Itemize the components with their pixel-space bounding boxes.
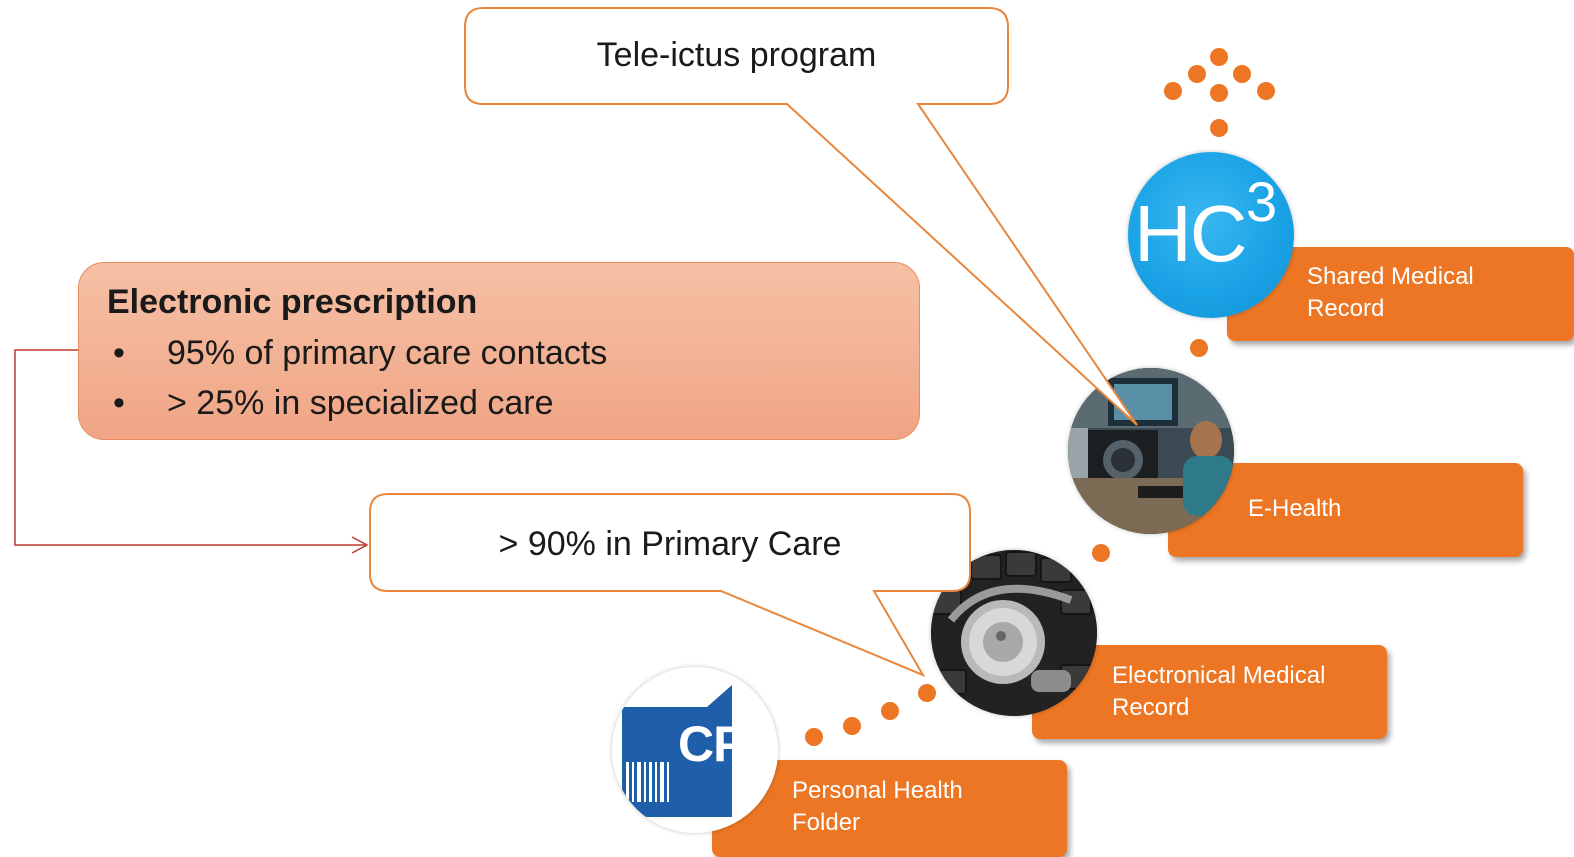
hc3-logo-letters: HC (1134, 189, 1248, 278)
trail-dot (805, 728, 823, 746)
electronic-prescription-title: Electronic prescription (107, 283, 478, 321)
electronic-prescription-list: • 95% of primary care contacts • > 25% i… (107, 328, 919, 428)
prescription-item-text: > 25% in specialized care (167, 384, 554, 422)
hc3-logo: HC 3 (1128, 152, 1294, 318)
prescription-item: • > 25% in specialized care (107, 378, 919, 428)
trail-dot (1233, 65, 1251, 83)
cps-logo-letters: CPS (678, 716, 778, 772)
trail-dot (1190, 339, 1208, 357)
cps-logo: CPS (612, 667, 778, 833)
personal-health-folder-label-line2: Folder (792, 809, 861, 836)
hc3-logo-superscript: 3 (1246, 170, 1278, 233)
trail-dot (1210, 84, 1228, 102)
trail-dot (1092, 544, 1110, 562)
shared-medical-record-label-line2: Record (1307, 295, 1385, 322)
primary-care-callout-text: > 90% in Primary Care (498, 525, 842, 563)
trail-dot (1210, 48, 1228, 66)
trail-dot (1188, 65, 1206, 83)
personal-health-folder-label-line1: Personal Health (792, 777, 963, 804)
trail-dot (1164, 82, 1182, 100)
trail-dot (1210, 119, 1228, 137)
shared-medical-record-label-line1: Shared Medical (1307, 263, 1474, 290)
prescription-item-text: 95% of primary care contacts (167, 334, 608, 372)
doctor-workstation-photo (1068, 368, 1234, 534)
trail-dot (1257, 82, 1275, 100)
electronical-medical-record-label-line2: Record (1112, 694, 1190, 721)
bullet: • (113, 384, 125, 422)
trail-dot (918, 684, 936, 702)
bullet: • (113, 334, 125, 372)
electronic-prescription-box: Electronic prescription • 95% of primary… (78, 262, 920, 440)
tele-ictus-callout-text: Tele-ictus program (596, 36, 877, 74)
electronical-medical-record-label-line1: Electronical Medical (1112, 662, 1326, 689)
trail-dot (881, 702, 899, 720)
prescription-item: • 95% of primary care contacts (107, 328, 919, 378)
stethoscope-photo (931, 550, 1097, 716)
trail-dot (843, 717, 861, 735)
e-health-label: E-Health (1248, 495, 1342, 522)
